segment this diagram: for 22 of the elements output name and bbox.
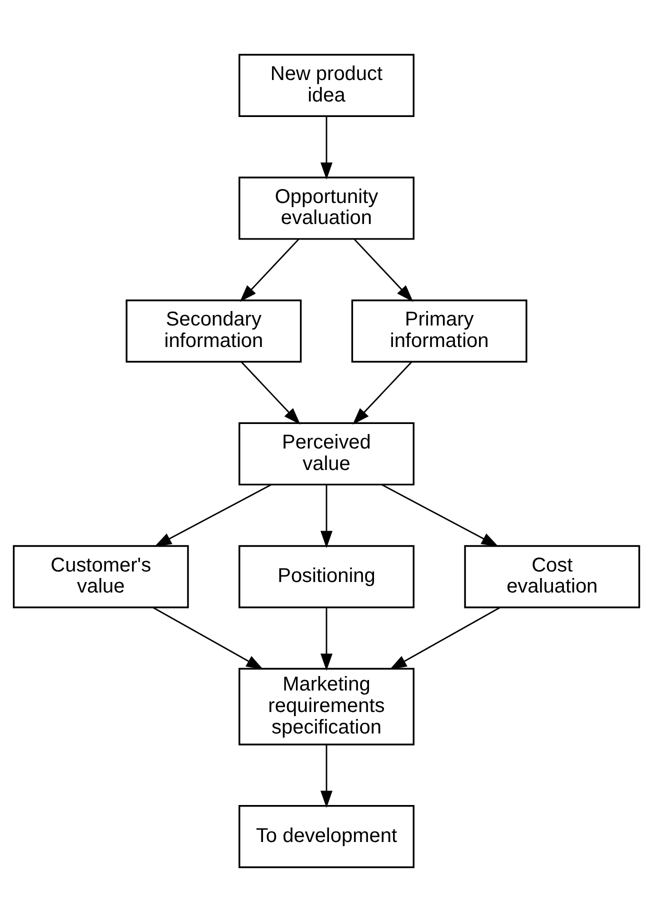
arrow xyxy=(352,361,412,424)
node-box: Marketing requirements specification xyxy=(238,667,414,745)
node-box: New product idea xyxy=(238,53,414,116)
node-box: Perceived value xyxy=(238,422,414,485)
node-box: To development xyxy=(238,804,414,868)
node-box: Positioning xyxy=(238,544,414,608)
node-box: Opportunity evaluation xyxy=(238,176,414,240)
arrow xyxy=(152,606,264,670)
arrow xyxy=(240,238,300,302)
arrow xyxy=(320,607,332,670)
arrow xyxy=(320,744,332,808)
arrow xyxy=(241,361,300,424)
arrow xyxy=(390,606,500,670)
arrow xyxy=(354,238,414,302)
node-box: Cost evaluation xyxy=(464,544,640,608)
arrow xyxy=(320,484,332,548)
arrow xyxy=(381,484,499,546)
node-box: Customer's value xyxy=(12,544,189,608)
arrow xyxy=(154,484,272,546)
node-box: Secondary information xyxy=(126,298,302,362)
arrow xyxy=(320,116,332,180)
node-box: Primary information xyxy=(351,298,528,362)
